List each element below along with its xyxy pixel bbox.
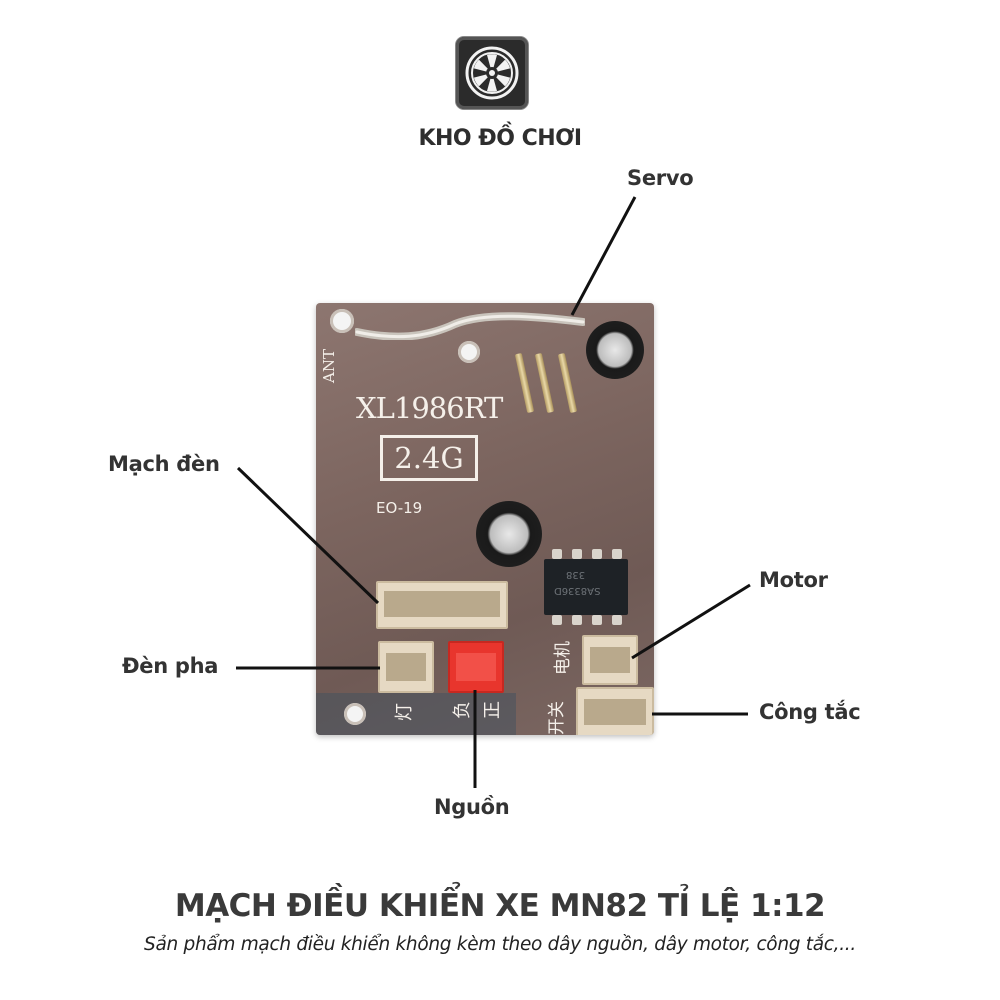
brand-logo	[456, 37, 528, 109]
pcb-code: EO-19	[376, 499, 423, 517]
mounting-hole	[344, 703, 366, 725]
product-note: Sản phẩm mạch điều khiển không kèm theo …	[144, 934, 856, 955]
pcb-board: ANT XL1986RT 2.4G EO-19 338 SA8336D 灯 负 …	[316, 303, 654, 735]
callout-motor: Motor	[759, 568, 828, 592]
chip-marking: 338	[566, 569, 586, 580]
pcb-band: 2.4G	[394, 441, 464, 475]
silk-light: 灯	[394, 703, 415, 721]
band-box: 2.4G	[380, 435, 478, 481]
motor-connector	[582, 635, 638, 685]
chip-marking: SA8336D	[554, 585, 601, 596]
capacitor	[586, 321, 644, 379]
mounting-hole	[330, 309, 354, 333]
antenna-wire	[355, 312, 585, 340]
callout-power: Nguồn	[434, 795, 510, 819]
silk-motor: 电机	[553, 641, 573, 675]
callout-switch: Công tắc	[759, 700, 861, 724]
pcb-model: XL1986RT	[356, 391, 503, 425]
servo-leader-line	[570, 196, 637, 316]
product-title: MẠCH ĐIỀU KHIỂN XE MN82 TỈ LỆ 1:12	[174, 888, 826, 924]
servo-header-pin	[557, 352, 578, 414]
switch-connector	[576, 687, 654, 735]
wheel-icon	[465, 46, 519, 100]
mounting-hole	[458, 341, 480, 363]
callout-light-circuit: Mạch đèn	[108, 452, 220, 476]
silk-switch: 开关	[547, 701, 567, 735]
callout-headlight: Đèn pha	[122, 654, 219, 678]
driver-chip: 338 SA8336D	[544, 559, 628, 615]
headlight-connector	[378, 641, 434, 693]
servo-header-pin	[514, 352, 535, 414]
servo-header-pin	[534, 352, 555, 414]
capacitor	[476, 501, 542, 567]
silk-negative: 负	[452, 701, 473, 719]
brand-name: KHO ĐỒ CHƠI	[418, 126, 582, 151]
silk-positive: 正	[482, 701, 503, 719]
callout-servo: Servo	[627, 166, 694, 190]
light-circuit-connector	[376, 581, 508, 629]
antenna-mark: ANT	[320, 349, 338, 383]
power-connector	[448, 641, 504, 693]
